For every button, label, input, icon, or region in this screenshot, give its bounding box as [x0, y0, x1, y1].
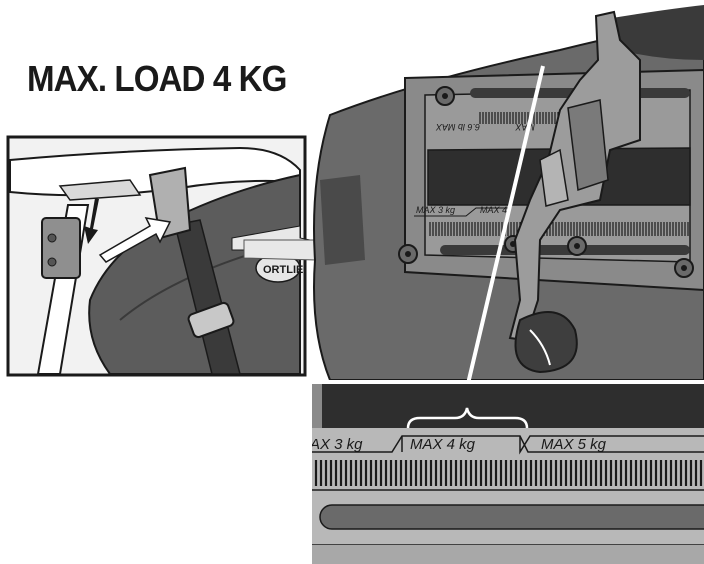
label-max3: MAX 3 kg	[416, 205, 455, 215]
strap-loop	[514, 311, 578, 374]
strap-buckle	[187, 301, 235, 339]
brand-logo: ORTLIEB	[263, 264, 311, 276]
insert-arrow	[98, 217, 172, 263]
scale-ticks-bottom	[429, 222, 689, 236]
label-lb-mirrored: 6.6 lb MAX	[435, 122, 480, 132]
scale-ticks-detail	[314, 460, 703, 486]
highlight-brace	[406, 407, 529, 429]
seatpost-clamp	[41, 217, 81, 279]
zoom-label-left: AX 3 kg	[309, 436, 363, 453]
down-arrow	[84, 198, 99, 244]
zoom-label-right: MAX 5 kg	[541, 436, 607, 453]
mount-closeup: 6.6 lb MAX MAX MAX 3 kg MAX 4	[313, 5, 704, 380]
detail-slot	[319, 504, 704, 530]
callout-line	[465, 65, 545, 389]
label-max4-partial: MAX 4	[480, 205, 507, 215]
scale-detail: AX 3 kg MAX 4 kg MAX 5 kg	[309, 384, 704, 564]
zoom-label-center: MAX 4 kg	[410, 436, 476, 453]
page-title: MAX. LOAD 4 KG	[27, 58, 287, 99]
label-max-mirrored: MAX	[515, 122, 536, 132]
